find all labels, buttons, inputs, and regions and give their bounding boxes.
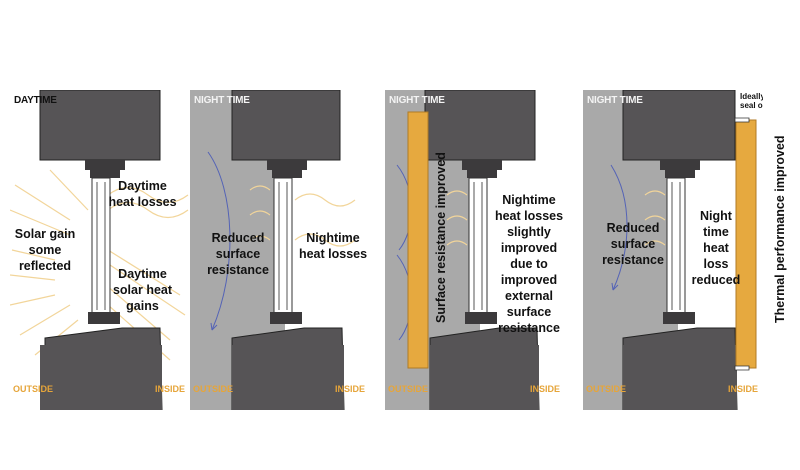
- thermal-performance-improved-label: Thermal performance improved: [773, 135, 787, 323]
- nightime-heat-losses-improved-label: Nightime heat losses slightly improved d…: [494, 193, 564, 335]
- reduced-surface-resistance-label: Reduced surface resistance: [602, 221, 664, 267]
- glazing-unit: [468, 177, 488, 314]
- outside-label: OUTSIDE: [193, 384, 234, 394]
- window-sill-frame: [663, 312, 695, 324]
- panel-nighttime-3-drawing: [583, 90, 757, 410]
- solar-gain-label: Solar gain some reflected: [14, 227, 76, 273]
- panel-nighttime-3: NIGHT TIME Ideally close seal or cover R…: [583, 90, 763, 410]
- panel-daytime-drawing: [10, 90, 189, 410]
- ideally-close-seal-label: Ideally close seal or cover: [740, 92, 763, 110]
- air-flow-arrow: [207, 151, 231, 331]
- external-insulation-board: [407, 111, 429, 369]
- panel-title: NIGHT TIME: [389, 95, 445, 106]
- reduced-surface-resistance-label: Reduced surface resistance: [207, 231, 269, 277]
- panel-nighttime-1-drawing: [190, 90, 356, 410]
- heat-waves: [249, 185, 356, 247]
- outside-label: OUTSIDE: [388, 384, 429, 394]
- head-wall: [39, 90, 161, 161]
- head-wall: [424, 90, 536, 161]
- panel-title: NIGHT TIME: [194, 95, 250, 106]
- panel-nighttime-2: NIGHT TIME Surface resistance improved N…: [385, 90, 565, 410]
- panel-title: NIGHT TIME: [587, 95, 643, 106]
- panel-nighttime-2-drawing: [385, 90, 540, 410]
- air-flow-arrow: [610, 164, 628, 291]
- nightime-heat-losses-label: Nightime heat losses: [298, 231, 368, 261]
- inside-label: INSIDE: [728, 384, 759, 394]
- panel-title: DAYTIME: [14, 95, 57, 106]
- panel-nighttime-1: NIGHT TIME Reduced surface resistance Ni…: [190, 90, 370, 410]
- daytime-heat-losses-label: Daytime heat losses: [108, 179, 177, 209]
- inside-label: INSIDE: [530, 384, 561, 394]
- night-time-heat-loss-reduced-label: Night time heat loss reduced: [691, 209, 741, 287]
- heat-waves: [446, 190, 468, 246]
- window-head-frame: [660, 160, 700, 178]
- daytime-solar-heat-gains-label: Daytime solar heat gains: [112, 267, 173, 313]
- outside-label: OUTSIDE: [13, 384, 54, 394]
- window-sill-frame: [88, 312, 120, 324]
- window-head-frame: [462, 160, 502, 178]
- window-sill-frame: [270, 312, 302, 324]
- window-sill-frame: [465, 312, 497, 324]
- panel-daytime: DAYTIME Daytime heat losses Solar gain s…: [10, 90, 190, 410]
- outside-label: OUTSIDE: [586, 384, 627, 394]
- surface-resistance-improved-label: Surface resistance improved: [434, 152, 448, 323]
- cover-seals: [734, 117, 750, 371]
- window-head-frame: [85, 160, 125, 178]
- window-head-frame: [267, 160, 307, 178]
- inside-label: INSIDE: [155, 384, 186, 394]
- heat-waves: [644, 190, 666, 246]
- inside-label: INSIDE: [335, 384, 366, 394]
